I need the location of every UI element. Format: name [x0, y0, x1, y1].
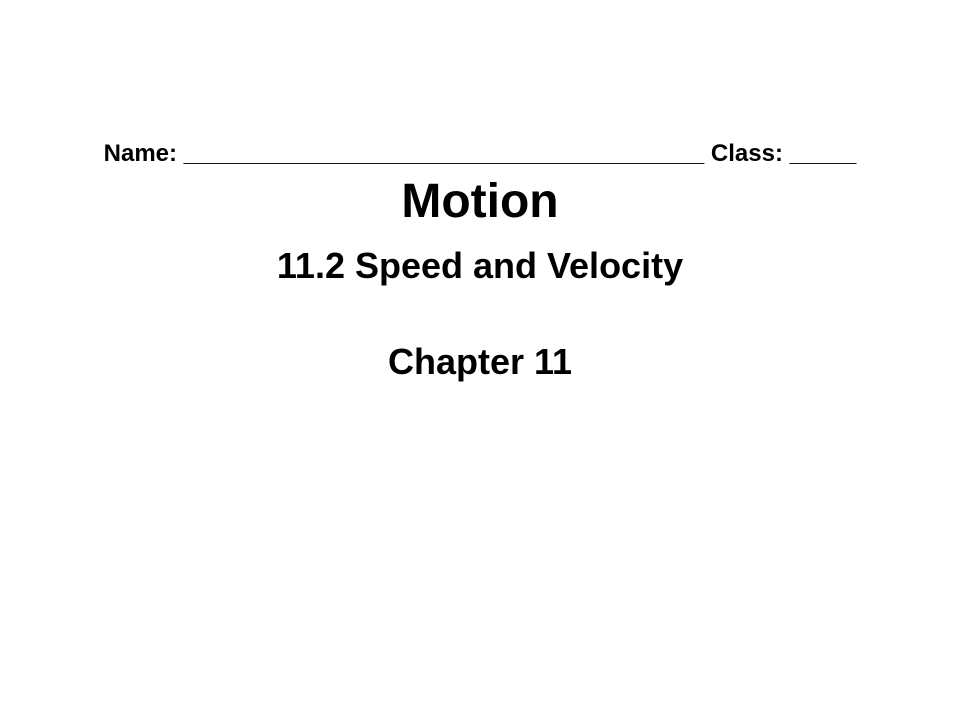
name-class-line: Name: __________________________________…: [103, 140, 857, 167]
slide-title: Motion: [401, 175, 559, 228]
chapter-label: Chapter 11: [387, 341, 573, 382]
slide-subtitle: 11.2 Speed and Velocity: [276, 245, 684, 286]
